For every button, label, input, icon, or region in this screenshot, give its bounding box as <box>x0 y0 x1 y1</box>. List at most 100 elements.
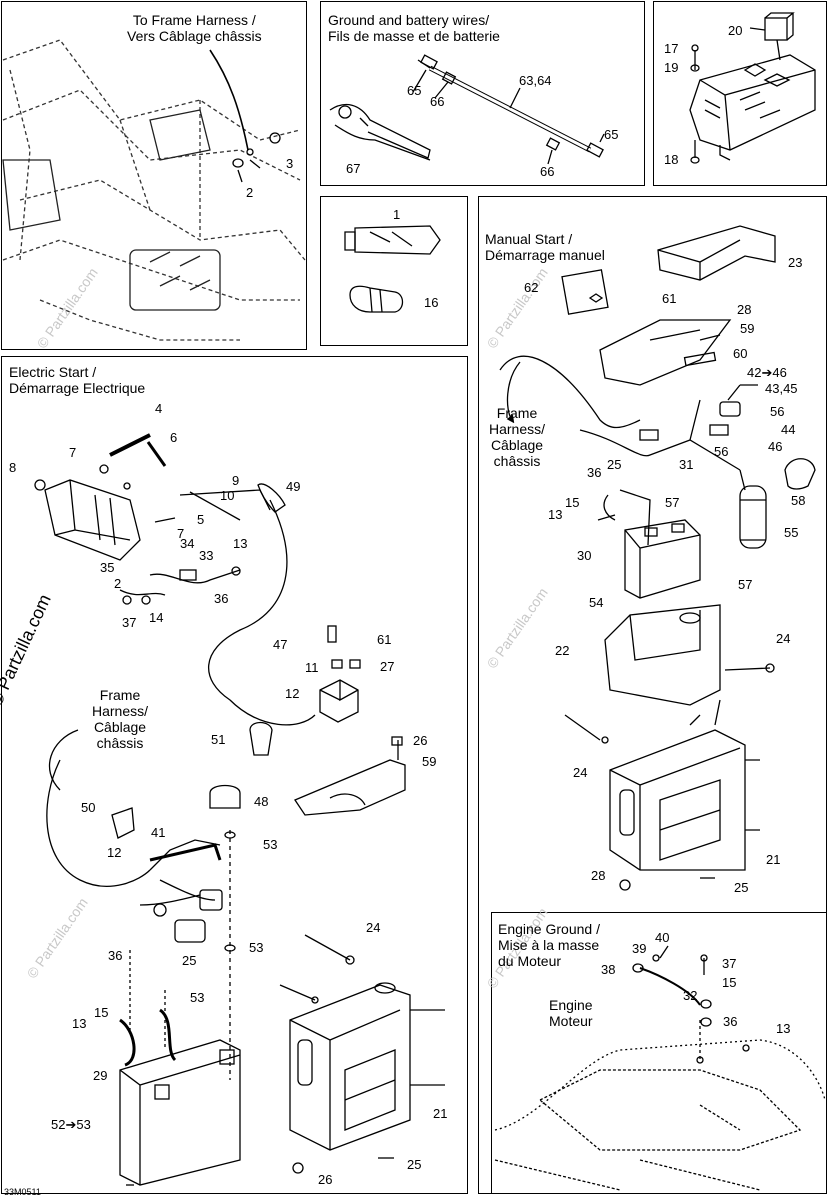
sealant-tube-drawing <box>344 225 441 255</box>
electric-start-drawing <box>34 433 445 1186</box>
callout: 23 <box>788 255 803 270</box>
callout: 19 <box>664 60 679 75</box>
callout: 37 <box>722 956 737 971</box>
callout: 15 <box>722 975 737 990</box>
callout: 37 <box>122 615 137 630</box>
callout: 65 <box>604 127 619 142</box>
callout: 51 <box>211 732 226 747</box>
callout: 47 <box>273 637 288 652</box>
callout: 56 <box>770 404 785 419</box>
callout: 56 <box>714 444 729 459</box>
callout: 16 <box>424 295 439 310</box>
callout: 13 <box>776 1021 791 1036</box>
callout: 39 <box>632 941 647 956</box>
callout: 53 <box>249 940 264 955</box>
callout: 54 <box>589 595 604 610</box>
callout: 25 <box>734 880 749 895</box>
callout: 26 <box>318 1172 333 1187</box>
callout: 43,45 <box>765 381 798 396</box>
callout: 48 <box>254 794 269 809</box>
callout: 60 <box>733 346 748 361</box>
grommet-drawing <box>349 285 404 313</box>
callout: 34 <box>180 536 195 551</box>
callout: 12 <box>285 686 300 701</box>
callout: 66 <box>430 94 445 109</box>
manual-start-title: Manual Start / Démarrage manuel <box>485 231 605 263</box>
callout: 26 <box>413 733 428 748</box>
callout: 55 <box>784 525 799 540</box>
engine-label: Engine Moteur <box>549 997 593 1029</box>
battery-cable-drawing <box>417 54 604 158</box>
callout: 65 <box>407 83 422 98</box>
callout: 58 <box>791 493 806 508</box>
callout: 15 <box>565 495 580 510</box>
callout: 49 <box>286 479 301 494</box>
manual-start-drawing <box>499 225 816 891</box>
callout: 9 <box>232 473 240 488</box>
callout: 36 <box>214 591 229 606</box>
callout: 42➔46 <box>747 365 787 380</box>
callout: 15 <box>94 1005 109 1020</box>
callout: 25 <box>607 457 622 472</box>
callout: 53 <box>263 837 278 852</box>
callout: 25 <box>182 953 197 968</box>
manual-harness-note: Frame Harness/ Câblage châssis <box>489 405 546 469</box>
callout: 4 <box>155 401 163 416</box>
callout: 18 <box>664 152 679 167</box>
callout: 20 <box>728 23 743 38</box>
callout: 41 <box>151 825 166 840</box>
callout: 28 <box>591 868 606 883</box>
callout: 24 <box>573 765 588 780</box>
ground-wires-title: Ground and battery wires/ Fils de masse … <box>328 12 500 44</box>
callout: 50 <box>81 800 96 815</box>
callout: 57 <box>665 495 680 510</box>
engine-ground-drawing <box>494 945 826 1191</box>
electric-harness-note: Frame Harness/ Câblage châssis <box>92 687 149 751</box>
callout: 21 <box>433 1106 448 1121</box>
callout: 36 <box>723 1014 738 1029</box>
callout: 32 <box>683 988 698 1003</box>
callout: 22 <box>555 643 570 658</box>
callout: 57 <box>738 577 753 592</box>
engine-ground-title: Engine Ground / Mise à la masse du Moteu… <box>498 921 600 969</box>
callout: 7 <box>69 445 77 460</box>
callout: 53 <box>190 990 205 1005</box>
callout: 25 <box>407 1157 422 1172</box>
callout: 66 <box>540 164 555 179</box>
callout: 46 <box>768 439 783 454</box>
callout: 28 <box>737 302 752 317</box>
frame-harness-title: To Frame Harness / Vers Câblage châssis <box>127 12 262 44</box>
frame-harness-wire <box>209 49 249 151</box>
callout: 36 <box>108 948 123 963</box>
callout: 61 <box>662 291 677 306</box>
electric-start-title: Electric Start / Démarrage Electrique <box>9 364 146 396</box>
callout: 44 <box>781 422 796 437</box>
callout: 13 <box>548 507 563 522</box>
callout: 3 <box>286 156 294 171</box>
callout: 52➔53 <box>51 1117 91 1132</box>
callout: 61 <box>377 632 392 647</box>
callout: 11 <box>305 660 319 675</box>
callout: 6 <box>170 430 178 445</box>
callout: 21 <box>766 852 781 867</box>
callout: 2 <box>246 185 254 200</box>
callout: 35 <box>100 560 115 575</box>
callout: 12 <box>107 845 122 860</box>
callout: 17 <box>664 41 679 56</box>
callout: 10 <box>220 488 235 503</box>
callout: 38 <box>601 962 616 977</box>
callout: 31 <box>679 457 694 472</box>
callout: 7 <box>177 526 185 541</box>
callout: 13 <box>72 1016 87 1031</box>
callout: 63,64 <box>519 73 552 88</box>
frame-structure-drawing <box>2 39 306 341</box>
callout: 14 <box>149 610 164 625</box>
callout: 29 <box>93 1068 108 1083</box>
callout: 24 <box>366 920 381 935</box>
sealant-panel <box>320 196 468 346</box>
callout: 13 <box>233 536 248 551</box>
callout: 5 <box>197 512 205 527</box>
drawing-code: 33M0511 <box>4 1187 41 1197</box>
callout: 33 <box>199 548 214 563</box>
